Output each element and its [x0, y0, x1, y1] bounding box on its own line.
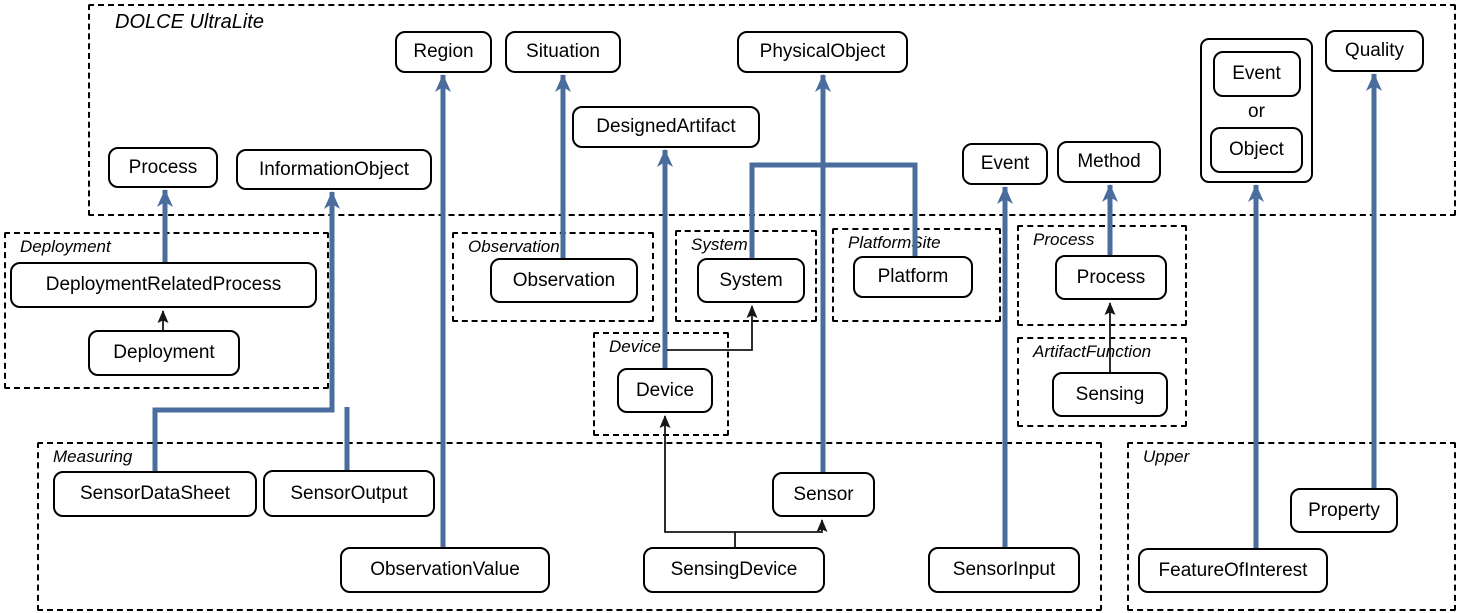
- node-method: Method: [1057, 141, 1161, 183]
- module-system-label: System: [691, 235, 748, 254]
- node-process-dul: Process: [108, 147, 218, 188]
- node-deployment-related-process: DeploymentRelatedProcess: [10, 262, 317, 308]
- module-measuring-label: Measuring: [53, 447, 133, 466]
- node-event-or-object: Event or Object: [1200, 38, 1313, 183]
- module-process-label: Process: [1033, 230, 1095, 249]
- node-region: Region: [395, 31, 492, 73]
- module-upper: Upper: [1127, 442, 1456, 611]
- module-observation-label: Observation: [468, 237, 560, 256]
- node-event-or-object-object: Object: [1210, 127, 1303, 173]
- node-device: Device: [617, 368, 713, 413]
- node-physical-object: PhysicalObject: [737, 31, 908, 73]
- node-sensing-device: SensingDevice: [643, 547, 825, 593]
- module-artifactfunction-label: ArtifactFunction: [1033, 342, 1152, 361]
- module-process: Process: [1017, 225, 1187, 326]
- node-sensor-input: SensorInput: [928, 547, 1080, 593]
- node-observation-value: ObservationValue: [340, 547, 550, 593]
- node-system: System: [697, 258, 805, 303]
- node-process: Process: [1055, 255, 1167, 300]
- node-observation: Observation: [490, 258, 638, 303]
- node-event-dul: Event: [962, 143, 1048, 185]
- module-device: Device: [593, 332, 729, 436]
- node-quality: Quality: [1325, 30, 1424, 72]
- module-artifactfunction: ArtifactFunction: [1017, 337, 1187, 427]
- module-platformsite-label: PlatformSite: [848, 233, 941, 252]
- node-information-object: InformationObject: [236, 149, 432, 190]
- module-device-label: Device: [609, 337, 661, 356]
- node-sensor: Sensor: [772, 472, 875, 517]
- node-event-or-object-or: or: [1248, 101, 1265, 122]
- node-platform: Platform: [853, 256, 973, 298]
- node-event-or-object-event: Event: [1212, 51, 1301, 97]
- node-deployment: Deployment: [88, 330, 240, 376]
- node-property: Property: [1290, 488, 1398, 533]
- node-sensor-output: SensorOutput: [263, 470, 435, 517]
- node-sensing: Sensing: [1052, 372, 1168, 417]
- node-situation: Situation: [505, 31, 621, 73]
- node-feature-of-interest: FeatureOfInterest: [1138, 548, 1328, 593]
- module-upper-label: Upper: [1143, 447, 1190, 466]
- node-designed-artifact: DesignedArtifact: [572, 106, 760, 148]
- module-dolce-ultralite-label: DOLCE UltraLite: [115, 11, 264, 33]
- module-measuring: Measuring: [37, 442, 1102, 611]
- module-observation: Observation: [452, 232, 654, 322]
- module-deployment-label: Deployment: [20, 237, 111, 256]
- node-sensor-data-sheet: SensorDataSheet: [53, 471, 257, 517]
